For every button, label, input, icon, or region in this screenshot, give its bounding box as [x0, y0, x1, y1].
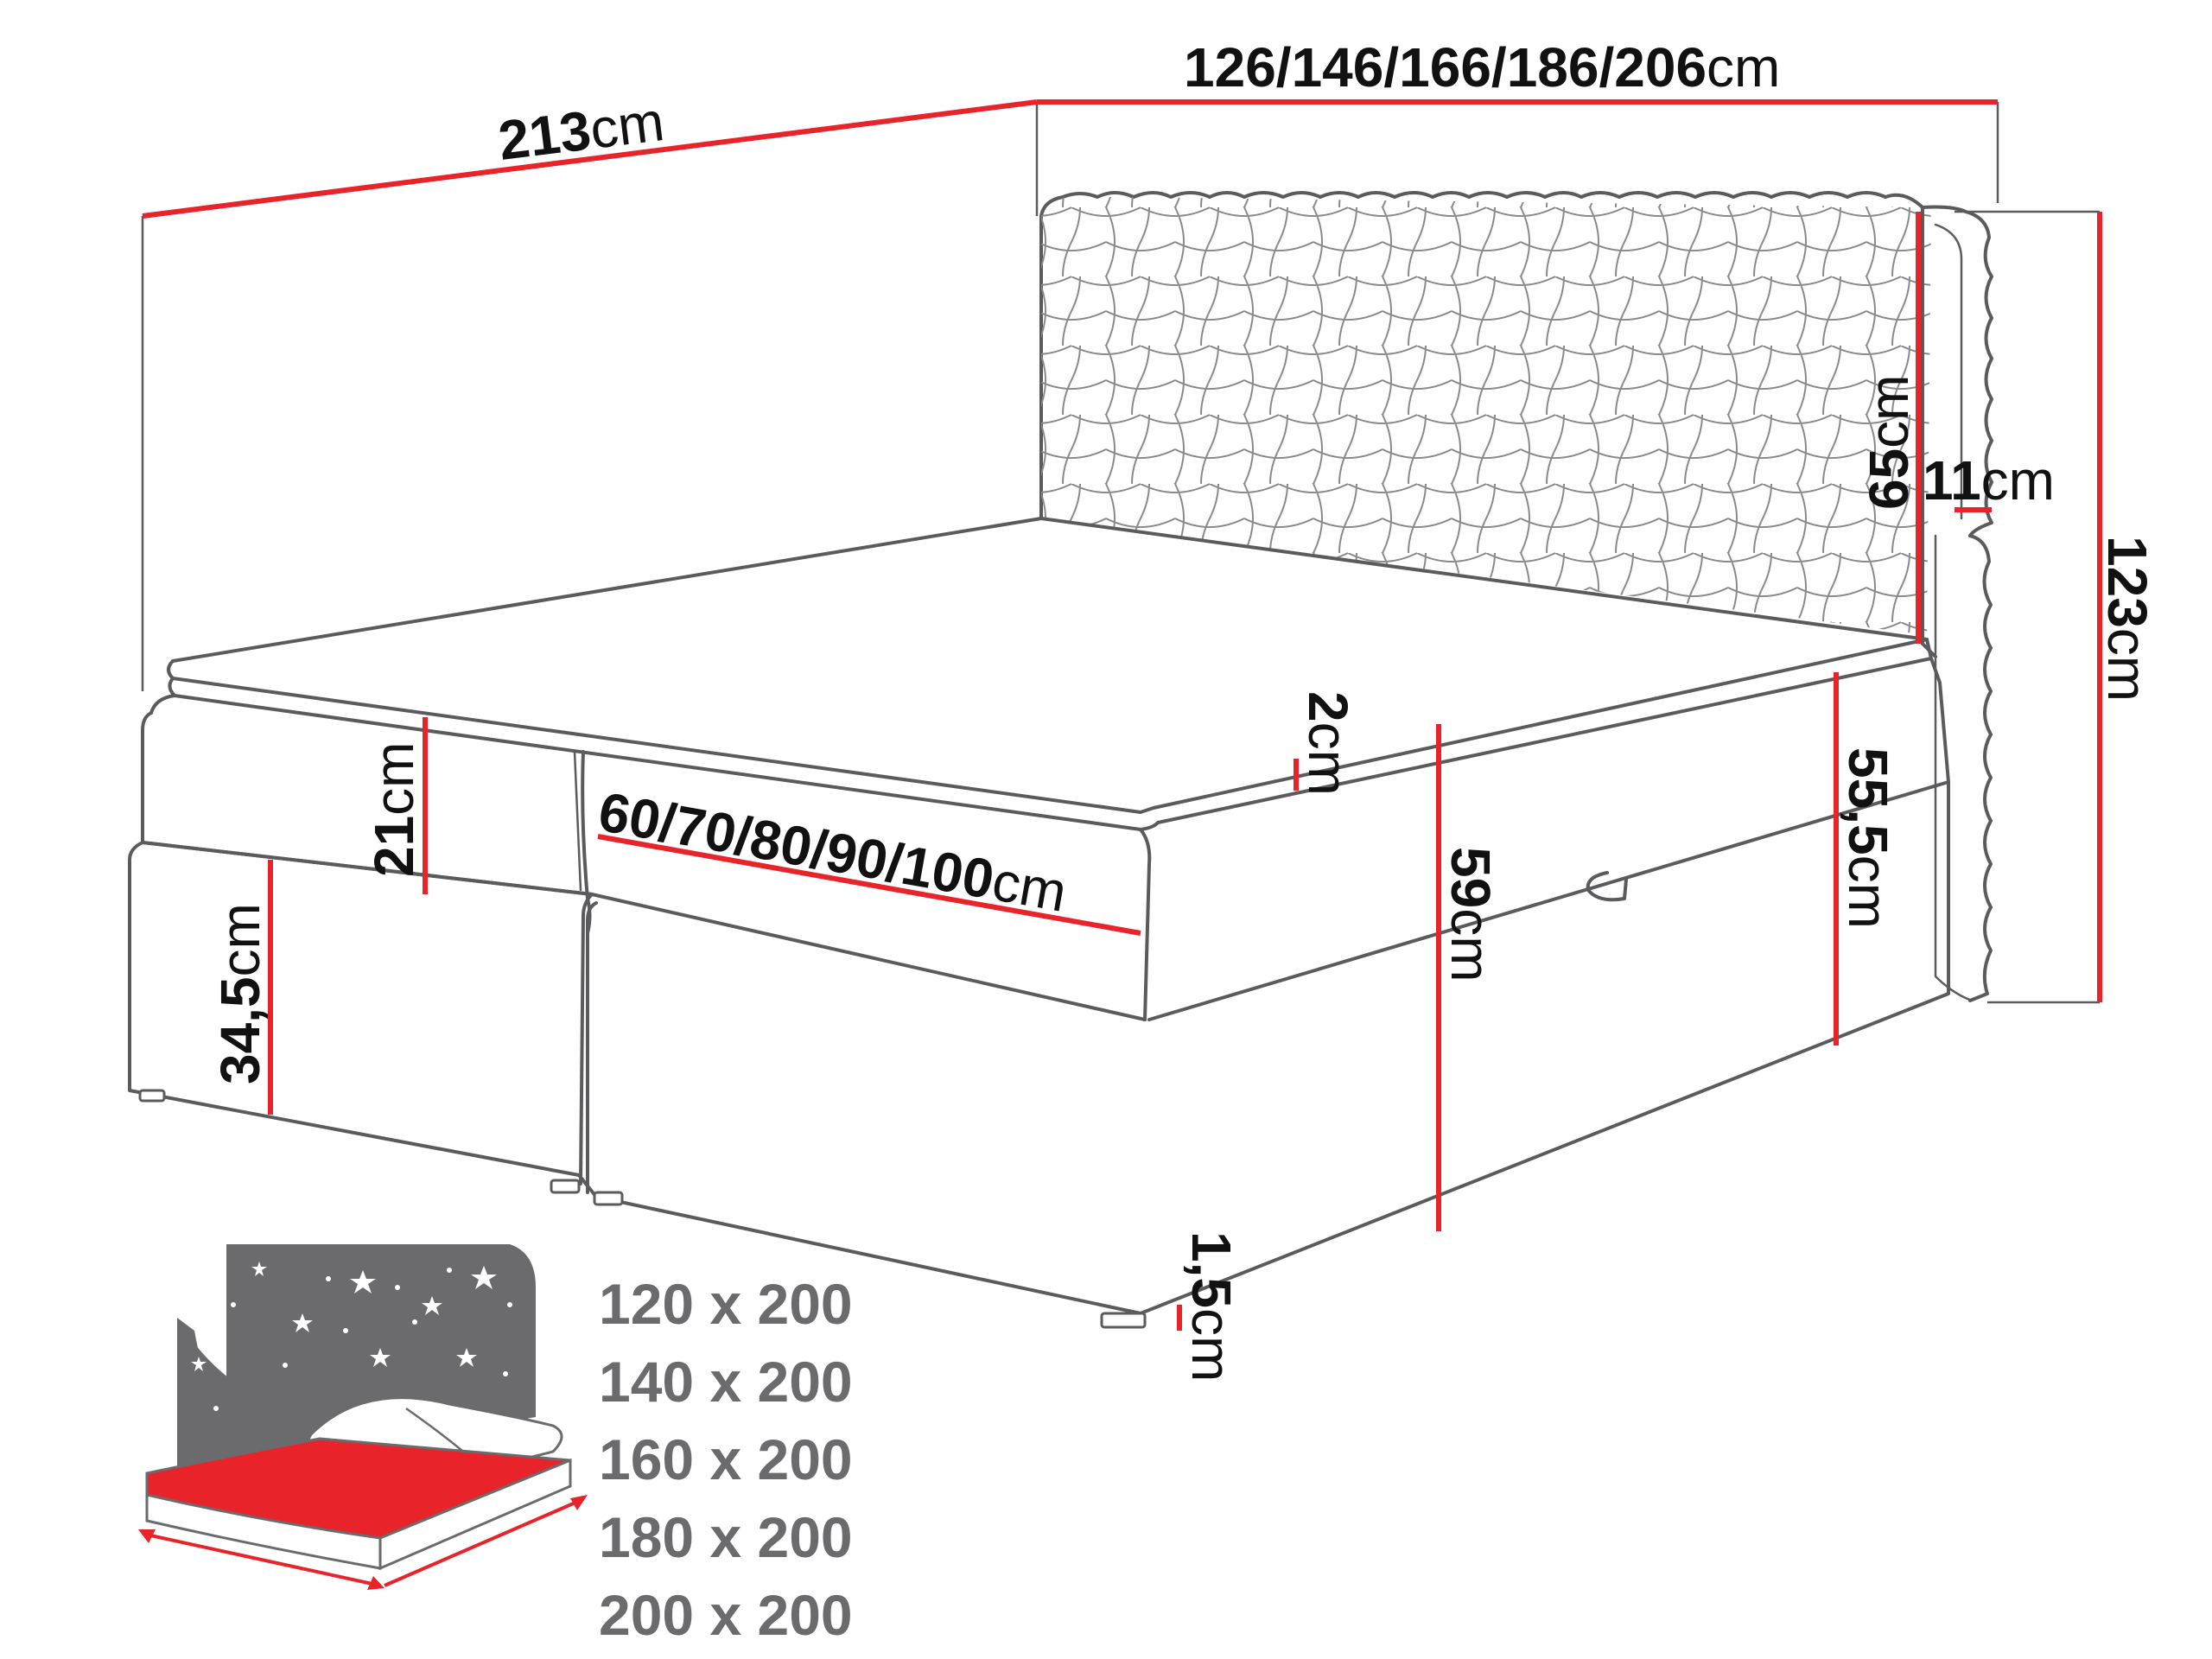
box-width-line [597, 834, 1141, 936]
length-dimension-line [142, 99, 1038, 219]
box-base [128, 780, 1950, 1329]
size-item: 120 x 200 [599, 1272, 853, 1336]
length-label: 213cm [495, 90, 667, 172]
bed-size-icon [138, 1244, 588, 1590]
size-item: 200 x 200 [599, 1583, 853, 1647]
size-item: 180 x 200 [599, 1505, 853, 1569]
side-height-label: 55,5cm [1837, 747, 1899, 929]
mattress-height-label: 21cm [363, 742, 425, 878]
sizes-list: 120 x 200 140 x 200 160 x 200 180 x 200 … [599, 1272, 853, 1647]
stars-decoration [191, 1262, 512, 1411]
size-item: 160 x 200 [599, 1427, 853, 1491]
width-label: 126/146/166/186/206cm [1184, 36, 1780, 99]
extension-lines [141, 102, 2100, 1004]
total-height-label: 123cm [2096, 536, 2158, 702]
headboard-panel-height-label: 65cm [1858, 375, 1920, 511]
dimension-lines [142, 99, 2102, 1331]
feet-height-label: 1,5cm [1180, 1231, 1243, 1382]
headboard-thickness-label: 11cm [1923, 449, 2055, 512]
sleeping-height-label: 59cm [1440, 847, 1502, 982]
box-width-label: 60/70/80/90/100cm [594, 780, 1071, 924]
base-height-label: 34,5cm [209, 903, 271, 1084]
topper-height-label: 2cm [1297, 691, 1359, 796]
size-item: 140 x 200 [599, 1350, 853, 1414]
